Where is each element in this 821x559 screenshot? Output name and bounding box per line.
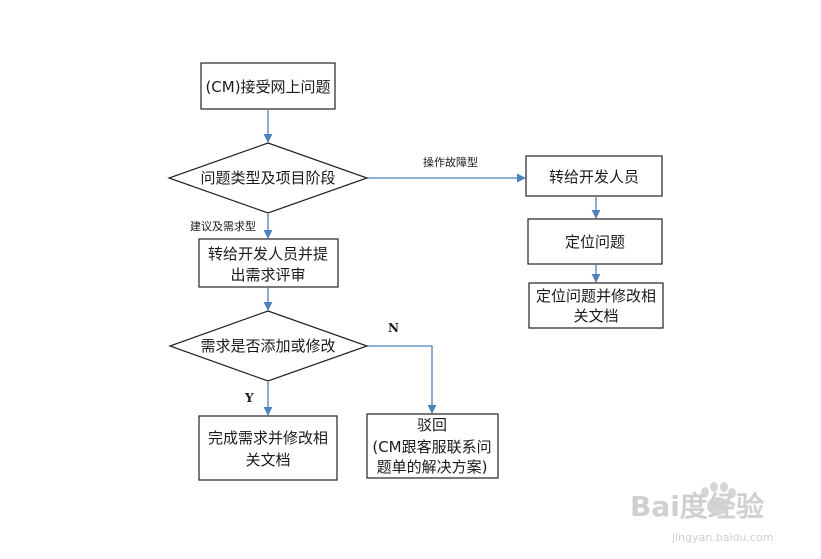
- node-dev-review-line2: 出需求评审: [230, 266, 305, 284]
- node-dev-review-line1: 转给开发人员并提: [208, 245, 328, 263]
- edge-label-suggestion-req: 建议及需求型: [190, 219, 256, 233]
- node-reject: 驳回 (CM跟客服联系问 题单的解决方案): [366, 413, 499, 479]
- node-cm-receive: (CM)接受网上问题: [200, 62, 336, 110]
- node-complete-line2: 关文档: [245, 451, 290, 469]
- paw-icon: [701, 482, 736, 515]
- edge-label-yes: Y: [244, 391, 254, 405]
- node-locate-label: 定位问题: [565, 233, 625, 251]
- edge-label-no: N: [388, 321, 399, 335]
- node-question-type-label: 问题类型及项目阶段: [200, 169, 335, 187]
- node-locate: 定位问题: [527, 218, 663, 265]
- node-reject-line1: 驳回: [417, 416, 447, 434]
- baidu-watermark: Bai度经验 jingyan.baidu.com: [630, 482, 774, 544]
- node-complete: 完成需求并修改相 关文档: [198, 415, 338, 481]
- node-transfer-dev-label: 转给开发人员: [549, 168, 639, 186]
- edge-change-to-reject: [367, 345, 437, 414]
- node-locate-fix: 定位问题并修改相 关文档: [528, 282, 664, 329]
- watermark-brand: Bai度经验: [630, 490, 764, 523]
- node-transfer-dev: 转给开发人员: [525, 155, 663, 197]
- watermark-url: jingyan.baidu.com: [671, 531, 774, 544]
- node-locate-fix-line2: 关文档: [573, 307, 618, 325]
- node-req-change: 需求是否添加或修改: [168, 310, 369, 382]
- node-cm-receive-label: (CM)接受网上问题: [205, 78, 330, 96]
- connectors: [263, 110, 601, 416]
- edge-label-operation-fault: 操作故障型: [423, 155, 478, 169]
- node-reject-line2: (CM跟客服联系问: [372, 438, 491, 456]
- node-dev-review: 转给开发人员并提 出需求评审: [198, 238, 339, 288]
- node-complete-line1: 完成需求并修改相: [208, 429, 328, 447]
- node-req-change-label: 需求是否添加或修改: [200, 337, 335, 355]
- node-reject-line3: 题单的解决方案): [377, 458, 488, 476]
- node-question-type: 问题类型及项目阶段: [167, 142, 369, 214]
- node-locate-fix-line1: 定位问题并修改相: [536, 287, 656, 305]
